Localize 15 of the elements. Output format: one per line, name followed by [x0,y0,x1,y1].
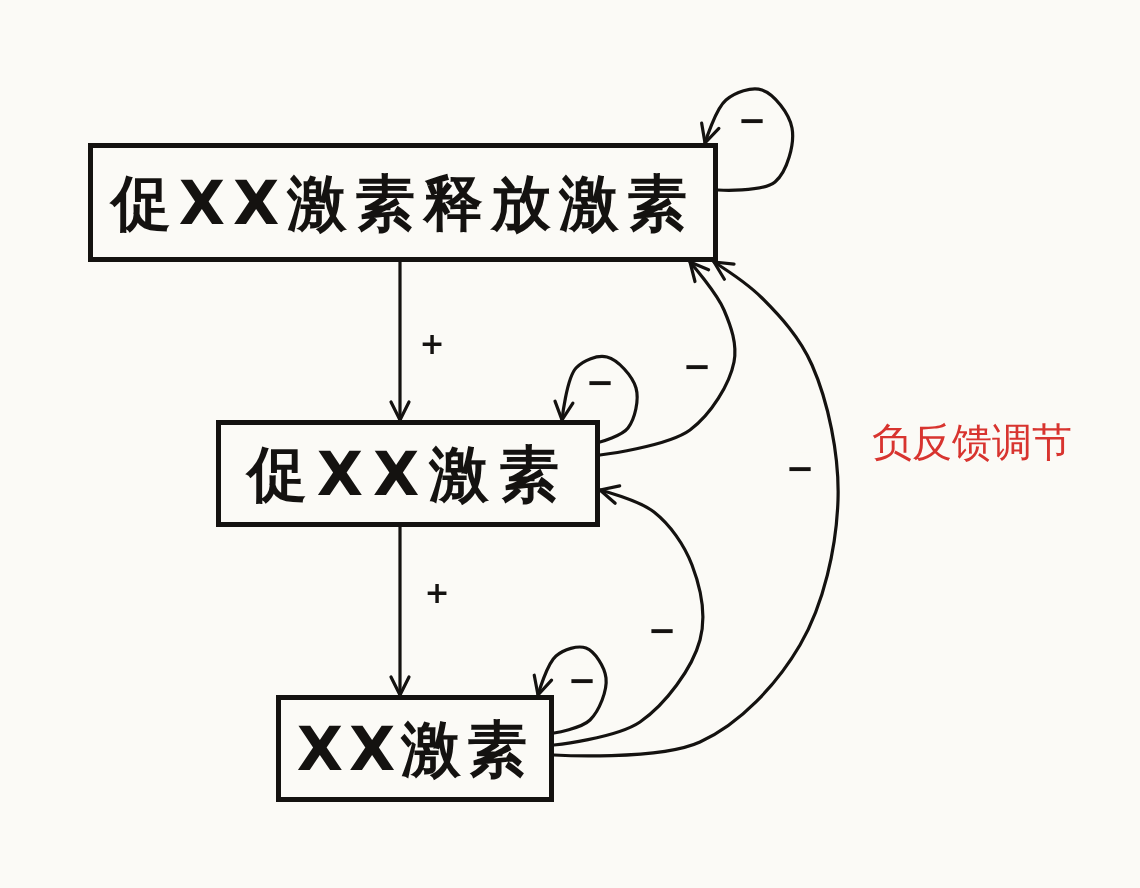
node-label: XX激素 [296,715,534,782]
arrow [389,525,411,697]
annotation-text: 负反馈调节 [872,420,1072,464]
process-box [216,420,600,527]
node-label: 促XX激素 [246,440,570,507]
arrow [552,260,840,758]
arrow [532,645,608,735]
arrow [553,354,639,444]
arrow [700,87,795,192]
arrow [598,260,737,457]
arrow [389,260,411,422]
process-box [276,695,554,802]
process-box [88,143,718,262]
node-label: 促XX激素释放激素 [110,169,696,236]
arrow [552,484,705,747]
